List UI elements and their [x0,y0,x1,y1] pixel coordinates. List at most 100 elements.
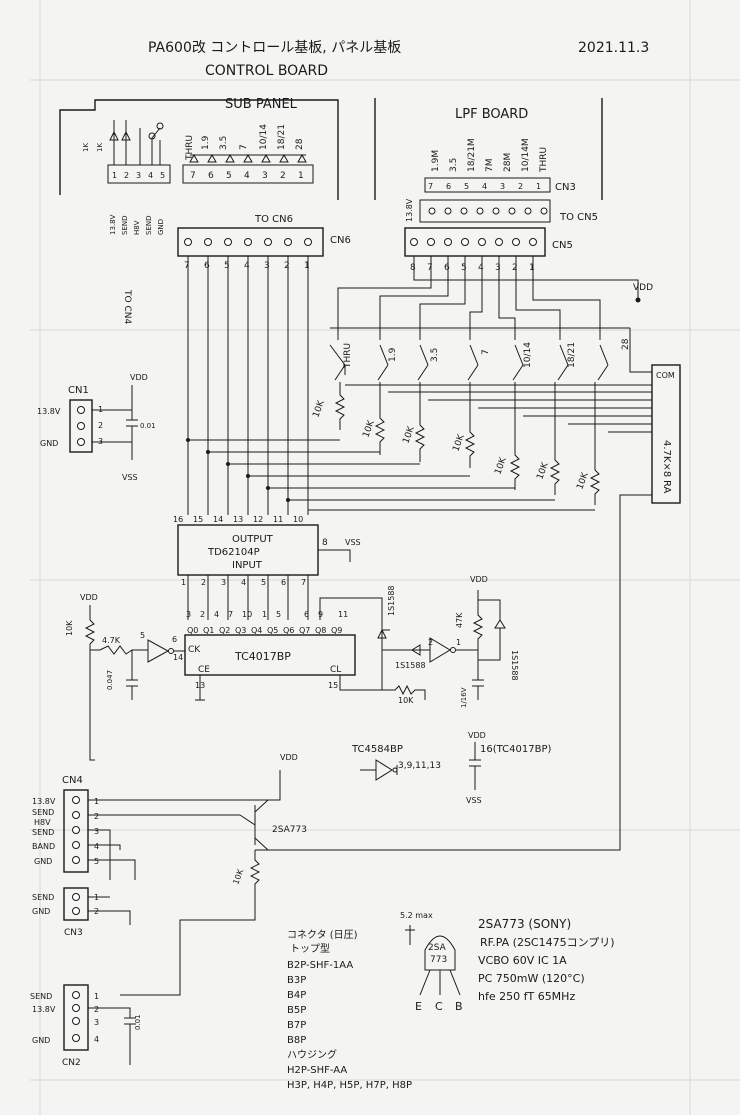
svg-text:4: 4 [148,171,153,180]
counter-top-pins: 3 2 4 7 10 1 5 6 9 11 [186,610,348,619]
svg-text:3: 3 [264,261,270,271]
svg-text:7: 7 [184,261,190,271]
svg-text:CK: CK [188,645,201,655]
svg-text:VDD: VDD [633,283,653,293]
svg-text:hfe 250 fT 65MHz: hfe 250 fT 65MHz [478,990,575,1003]
svg-text:3.5: 3.5 [430,348,440,362]
svg-text:1K: 1K [82,143,90,152]
svg-text:VDD: VDD [130,373,148,382]
svg-text:6: 6 [446,182,451,191]
svg-text:7: 7 [481,349,491,355]
svg-text:7M: 7M [485,159,495,173]
svg-text:4: 4 [244,171,250,181]
svg-text:ハウジング: ハウジング [287,1048,337,1061]
svg-text:5: 5 [461,263,467,273]
svg-text:H2P-SHF-AA: H2P-SHF-AA [287,1065,347,1076]
cn6-label: CN6 [330,235,351,246]
to-cn6-label: TO CN6 [254,214,293,225]
svg-text:1.9: 1.9 [201,135,211,150]
svg-text:1.9M: 1.9M [431,150,441,172]
svg-text:CN2: CN2 [62,1058,81,1068]
svg-text:Q7: Q7 [299,626,310,635]
svg-text:3: 3 [500,182,505,191]
svg-text:1: 1 [304,261,310,271]
lpf-band-labels: 1.9M 3.5 18/21M 7M 28M 10/14M THRU [431,138,549,173]
svg-text:Q0: Q0 [187,626,198,635]
svg-text:2: 2 [94,1005,99,1014]
svg-text:2: 2 [200,610,205,619]
svg-text:10: 10 [293,515,303,524]
svg-text:10/14M: 10/14M [521,138,531,172]
transistor-package: 5.2 max 2SA 773 E C B [400,911,463,1013]
transistor-row: THRU 1.9 3.5 7 10/14 18/21 28 10K 10K 10… [311,338,652,505]
transistor-spec: 2SA773 (SONY) RF.PA (2SC1475コンプリ) VCBO 6… [478,917,615,1003]
svg-text:3: 3 [136,171,141,180]
svg-text:Q4: Q4 [251,626,262,635]
svg-text:H3P, H4P, H5P, H7P, H8P: H3P, H4P, H5P, H7P, H8P [287,1080,412,1091]
svg-text:RA: RA [661,480,672,494]
svg-text:3: 3 [495,263,501,273]
svg-text:VDD: VDD [468,731,486,740]
svg-text:10K: 10K [231,867,245,885]
svg-text:2: 2 [284,261,290,271]
svg-text:13.8V: 13.8V [109,214,117,235]
svg-text:E: E [415,1000,422,1013]
svg-text:47K: 47K [455,612,464,628]
svg-text:4: 4 [94,842,99,851]
svg-text:2: 2 [428,638,433,647]
svg-text:COM: COM [656,371,675,380]
connector-cn1: CN1 13.8V GND 1 2 3 VDD VSS 0.01 [37,373,156,482]
svg-text:TC4017BP: TC4017BP [234,650,291,663]
svg-text:1K: 1K [96,143,104,152]
cn5-wiring: VDD [330,256,653,340]
svg-text:4.7K×8: 4.7K×8 [661,440,672,477]
svg-text:Q8: Q8 [315,626,326,635]
svg-text:CN1: CN1 [68,385,89,396]
svg-text:7: 7 [301,578,306,587]
svg-text:10/14: 10/14 [259,124,269,150]
svg-text:773: 773 [430,955,447,965]
svg-text:B3P: B3P [287,975,306,986]
svg-text:4.7K: 4.7K [102,636,121,645]
to-cn4-label: TO CN4 [122,289,132,324]
svg-text:6: 6 [444,263,450,273]
svg-text:6: 6 [281,578,286,587]
svg-text:Q2: Q2 [219,626,230,635]
svg-text:7: 7 [228,610,233,619]
svg-text:11: 11 [273,515,283,524]
svg-text:15: 15 [328,681,338,690]
svg-text:3,9,11,13: 3,9,11,13 [398,761,441,771]
lpf-cn3-label: CN3 [555,182,576,193]
svg-text:3: 3 [186,610,191,619]
svg-text:5: 5 [140,631,145,640]
lpf-138-label: 13.8V [405,198,414,222]
svg-text:OUTPUT: OUTPUT [232,534,274,545]
svg-text:SEND: SEND [145,216,153,236]
svg-text:VSS: VSS [466,796,482,805]
lpf-cn3-pins: 7 6 5 4 3 2 1 [428,182,541,191]
svg-text:5: 5 [276,610,281,619]
svg-text:14: 14 [173,653,183,662]
svg-text:10: 10 [242,610,252,619]
svg-text:5.2 max: 5.2 max [400,911,433,920]
svg-text:12: 12 [253,515,263,524]
svg-text:VDD: VDD [80,593,98,602]
svg-text:PC 750mW (120°C): PC 750mW (120°C) [478,972,585,985]
title-english: CONTROL BOARD [205,63,328,79]
svg-text:GND: GND [157,219,165,235]
svg-text:28: 28 [295,138,305,150]
svg-text:CL: CL [330,665,341,675]
svg-text:THRU: THRU [185,135,195,161]
svg-text:7: 7 [239,144,249,150]
svg-text:B7P: B7P [287,1020,306,1031]
svg-text:5: 5 [160,171,165,180]
paper-grid [30,0,740,1115]
svg-text:15: 15 [193,515,203,524]
svg-text:VSS: VSS [345,538,361,547]
svg-text:2SA: 2SA [428,943,447,953]
svg-text:10K: 10K [398,696,414,705]
svg-text:TD62104P: TD62104P [207,547,260,558]
connector-cn2: SEND 13.8V GND 1 2 3 4 CN2 0.01 [30,984,142,1068]
svg-text:3: 3 [94,827,99,836]
sub-panel-title: SUB PANEL [225,97,298,112]
